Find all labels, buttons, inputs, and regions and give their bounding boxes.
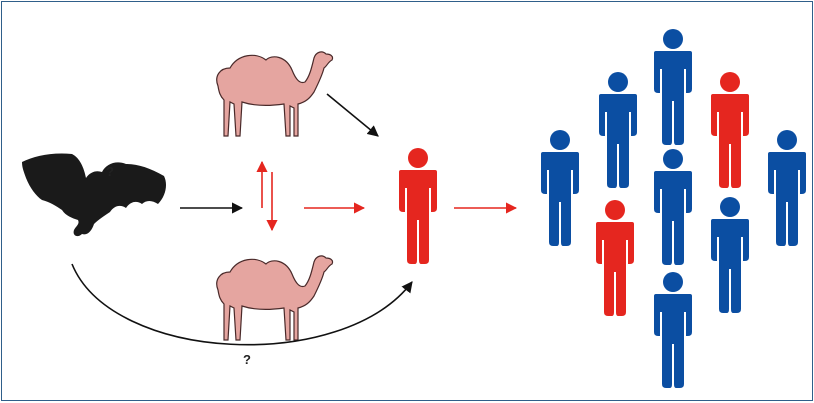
person-icon: [654, 149, 692, 265]
direct-path-question-mark: ?: [243, 352, 251, 367]
person-icon: [711, 72, 749, 188]
camel-icon-bottom: [216, 255, 334, 341]
person-icon: [596, 200, 634, 316]
population-group: [541, 29, 806, 388]
arrow-camel-to-human: [326, 93, 379, 137]
person-icon: [711, 197, 749, 313]
person-icon: [768, 130, 806, 246]
arrow-bat-to-human-direct: [71, 263, 413, 346]
index-human-icon: [399, 148, 437, 264]
person-icon: [654, 272, 692, 388]
person-icon: [541, 130, 579, 246]
bat-icon: [22, 153, 166, 237]
person-icon: [654, 29, 692, 145]
person-icon: [599, 72, 637, 188]
bat-question-mark: ?: [106, 164, 114, 179]
camel-icon-top: [216, 51, 334, 137]
